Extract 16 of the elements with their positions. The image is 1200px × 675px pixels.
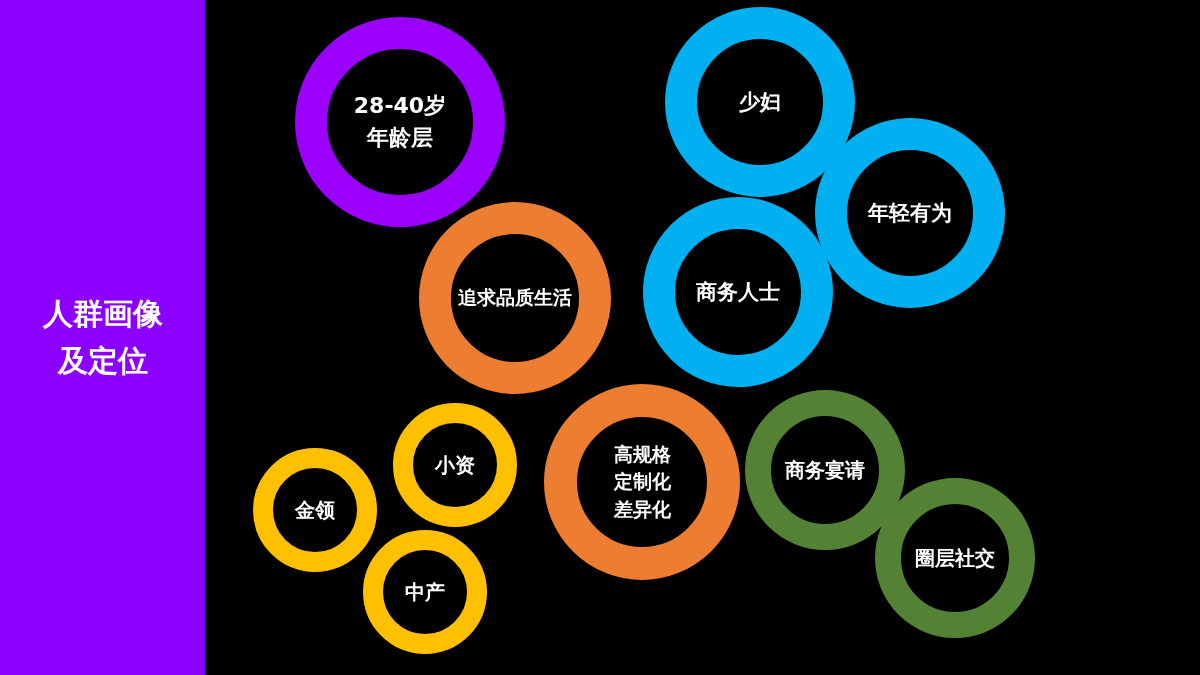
ring-label: 年轻有为 bbox=[868, 199, 952, 227]
ring-label: 高规格 bbox=[613, 441, 671, 467]
ring-label: 商务宴请 bbox=[785, 456, 865, 484]
ring-label: 定制化 bbox=[613, 469, 671, 495]
ring-label: 追求品质生活 bbox=[458, 285, 572, 311]
ring-label: 年龄层 bbox=[367, 124, 433, 152]
ring-label: 少妇 bbox=[739, 88, 781, 116]
side-panel bbox=[0, 0, 205, 675]
ring-label: 差异化 bbox=[613, 496, 671, 522]
panel-title: 人群画像及定位 bbox=[41, 295, 164, 380]
ring-label: 金领 bbox=[295, 496, 335, 524]
ring-label: 28-40岁 bbox=[353, 92, 447, 121]
ring-label: 小资 bbox=[435, 451, 475, 479]
ring-label: 商务人士 bbox=[696, 278, 780, 306]
ring-label: 中产 bbox=[405, 578, 445, 606]
ring-label: 圈层社交 bbox=[915, 544, 995, 572]
